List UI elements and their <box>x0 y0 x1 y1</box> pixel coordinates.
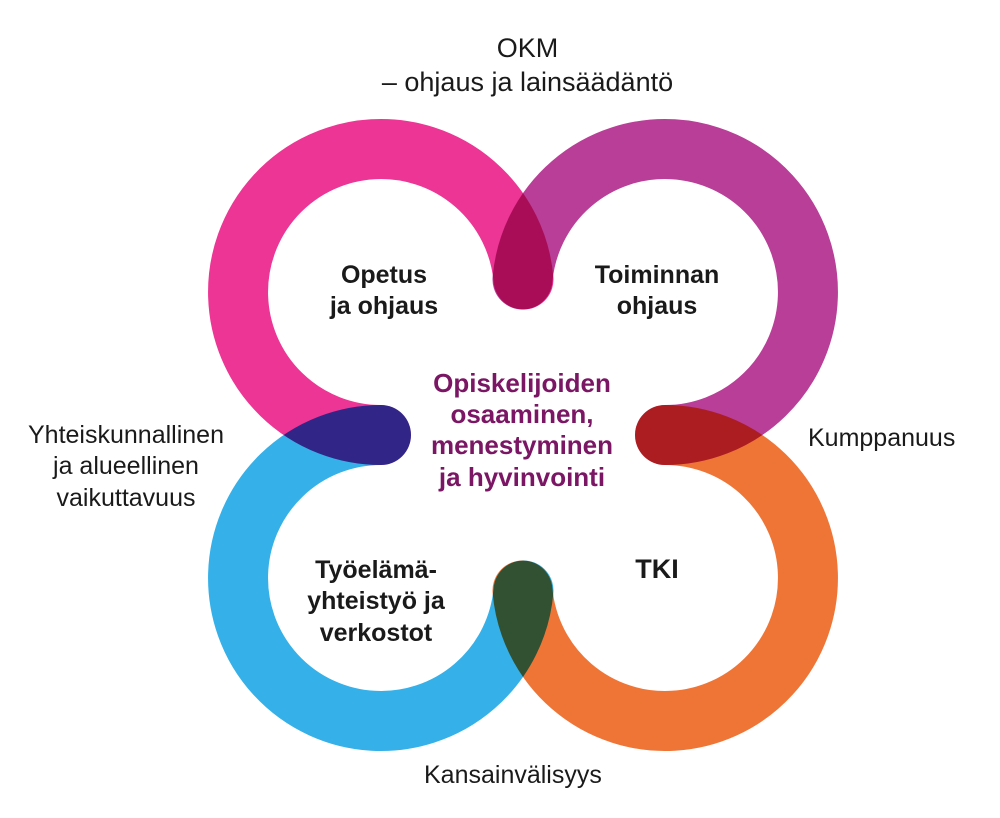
ring-label-tki: TKI <box>635 553 679 587</box>
side-line: ja alueellinen <box>53 452 199 481</box>
ring-label-line: Opetus <box>340 261 428 289</box>
ring-label-line: ohjaus <box>616 292 698 321</box>
center-line: menestyminen <box>430 430 614 461</box>
side-label-right: Kumppanuus <box>808 424 956 452</box>
okm-label: OKM – ohjaus ja lainsäädäntö <box>0 32 1000 100</box>
side-line: Yhteiskunnallinen <box>28 421 224 449</box>
ring-label-line: Työelämä- <box>315 556 437 584</box>
ring-opetus <box>208 119 554 465</box>
ring-label-line: verkostot <box>319 618 433 647</box>
ring-tki <box>492 405 838 751</box>
side-label-bottom: Kansainvälisyys <box>424 761 602 789</box>
ring-label-line: ja ohjaus <box>329 292 439 321</box>
center-label: Opiskelijoiden osaaminen, menestyminen j… <box>431 368 613 493</box>
ring-label-toiminnan: Toiminnan ohjaus <box>595 260 720 323</box>
ring-label-line: Toiminnan <box>594 261 720 289</box>
center-line: Opiskelijoiden <box>433 368 611 398</box>
ring-label-tyoelama: Työelämä- yhteistyö ja verkostot <box>307 555 445 649</box>
ring-toiminnan-ohjaus <box>492 119 838 465</box>
ring-tyoelama <box>208 405 554 751</box>
center-line: ja hyvinvointi <box>438 461 606 492</box>
ring-label-opetus: Opetus ja ohjaus <box>330 260 438 323</box>
side-line: vaikuttavuus <box>56 483 196 512</box>
ring-label-line: TKI <box>635 554 679 584</box>
okm-subtitle: – ohjaus ja lainsäädäntö <box>381 66 674 97</box>
center-line: osaaminen, <box>450 399 594 430</box>
ring-label-line: yhteistyö ja <box>307 587 445 616</box>
side-label-left: Yhteiskunnallinen ja alueellinen vaikutt… <box>6 420 246 514</box>
okm-title: OKM <box>496 33 559 63</box>
